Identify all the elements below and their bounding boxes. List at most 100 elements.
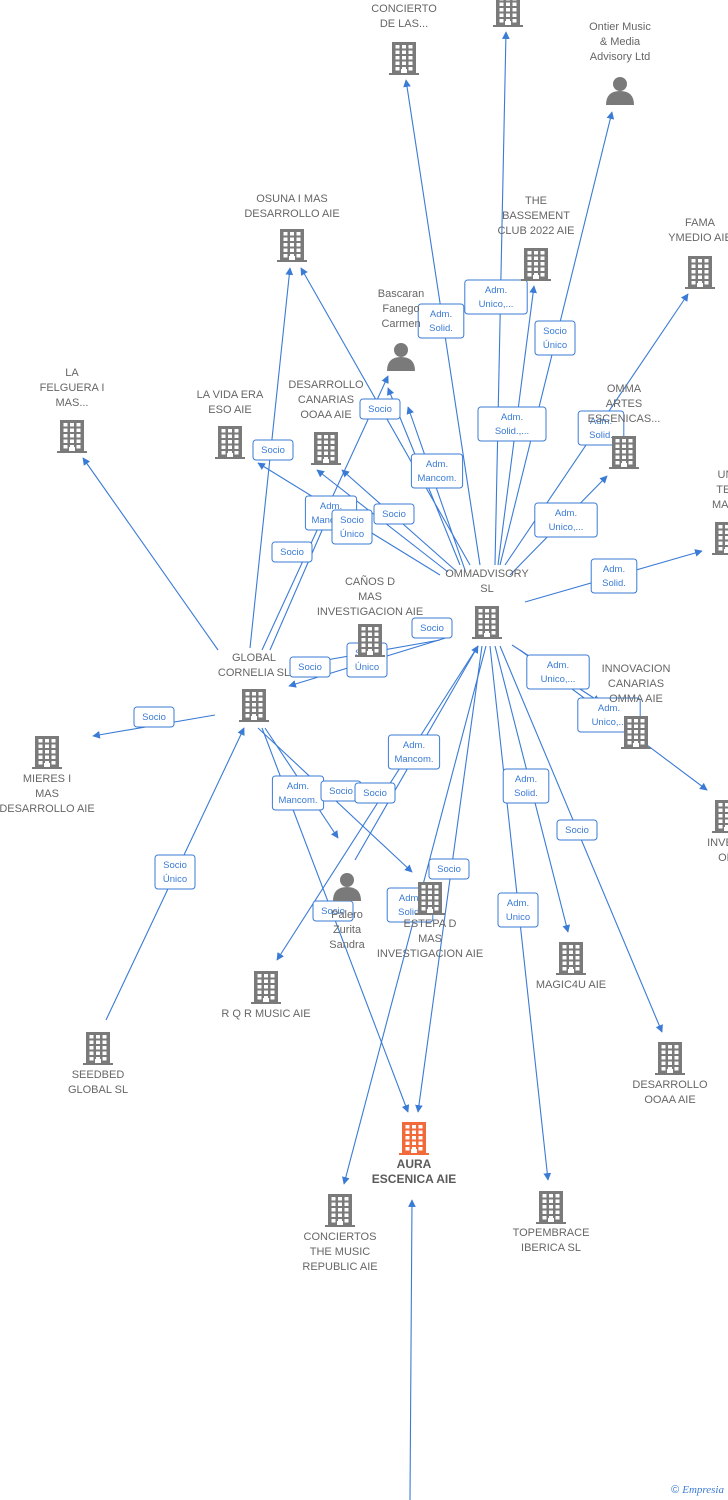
node-label: MAGIC4U AIE [536,979,606,991]
edge-label-l8[interactable]: Socio [252,439,294,461]
edge-label-l2[interactable]: Adm.Unico,... [464,279,528,315]
building-icon [251,971,281,1004]
node-invest-om[interactable]: INVEST OM [707,800,728,864]
node-label: Sandra [329,939,365,951]
edge-label-text: Socio [298,662,322,673]
node-label: INVESTIGACION AIE [317,606,423,618]
node-label: GLOBAL SL [68,1084,128,1096]
edge-label-text: Único [163,874,187,885]
edge-label-text: Adm. [320,501,342,512]
edge-label-l5[interactable]: Adm.Solid.,... [477,406,547,442]
edge-label-l28[interactable]: Socio [428,858,470,880]
node-label: MAS [418,933,442,945]
edge-label-l7[interactable]: Adm.Mancom. [410,453,464,489]
edge-label-l24[interactable]: Socio [354,782,396,804]
node-rqr[interactable]: R Q R MUSIC AIE [221,971,311,1020]
node-label: OOAA AIE [300,409,351,421]
edge-label-l26[interactable]: Socio [556,819,598,841]
edge-label-l21[interactable]: Adm.Mancom. [387,734,441,770]
node-label: MAS [35,788,59,800]
node-label: Fanego [382,303,419,315]
edge-label-text: Adm. [515,774,537,785]
node-label: INVEST [707,837,728,849]
edge-label-text: Adm. [485,285,507,296]
node-label: FELGUERA I [40,382,105,394]
edge-label-text: Adm. [555,508,577,519]
node-label: OM [718,852,728,864]
edge-label-text: Socio [340,515,364,526]
brand-logo-text[interactable]: Empresia [682,1484,724,1496]
edge-label-l4[interactable]: Socio [359,398,401,420]
person-icon [333,873,361,901]
node-top-company[interactable] [493,0,523,27]
edge-label-l15[interactable]: Socio [411,617,453,639]
edge-label-l22[interactable]: Adm.Mancom. [271,775,325,811]
edge-label-l1[interactable]: Adm. Solid. [417,303,465,339]
node-label: UNI [718,469,728,481]
edge-label-l20[interactable]: Socio [133,706,175,728]
edge-label-text: Socio [382,509,406,520]
edge-label-l12[interactable]: Adm.Unico,... [534,502,598,538]
node-label: OOAA AIE [644,1094,695,1106]
edge-label-text: Solid. [398,907,422,918]
building-icon [521,248,551,281]
edge-label-text: Socio [280,547,304,558]
copyright-symbol: © [671,1484,680,1496]
edge-label-l18[interactable]: Adm.Unico,... [526,654,590,690]
edge-label-l25[interactable]: Adm.Solid. [502,768,550,804]
edge-label-text: Adm. [403,740,425,751]
node-seedbed[interactable]: SEEDBED GLOBAL SL [68,1032,128,1096]
footer-credit: © Empresia [671,1484,724,1496]
edge-label-l13[interactable]: Socio [271,541,313,563]
node-label: ESCENICAS... [588,413,661,425]
edge-label-l31[interactable]: Adm.Unico [497,892,539,928]
edge-label-text: Adm. [501,412,523,423]
edge-label-text: Socio [321,906,345,917]
edge-label-l16[interactable]: Socio [289,656,331,678]
node-label: THE MUSIC [310,1246,371,1258]
node-uni-teatro[interactable]: UNITEAMALA [712,469,728,555]
node-omma-artes[interactable]: OMMAARTESESCENICAS... [588,383,661,469]
edge-label-l11[interactable]: Socio [373,503,415,525]
building-icon [712,522,728,555]
node-label: R Q R MUSIC AIE [221,1008,310,1020]
building-icon [536,1191,566,1224]
edge-label-l14[interactable]: Adm.Solid. [590,558,638,594]
node-label: SEEDBED [72,1069,125,1081]
edge-label-text: Solid. [429,323,453,334]
node-label: SL [480,583,493,595]
building-icon [311,432,341,465]
building-icon [389,42,419,75]
node-label: MAS [358,591,382,603]
node-label: BASSEMENT [502,210,570,222]
node-label: INNOVACION [602,663,671,675]
node-label: ESO AIE [208,404,251,416]
node-magic4u[interactable]: MAGIC4U AIE [536,942,606,991]
edge-label-text: Adm. [430,309,452,320]
node-label: MIERES I [23,773,71,785]
edge-label-text: Mancom. [311,515,350,526]
